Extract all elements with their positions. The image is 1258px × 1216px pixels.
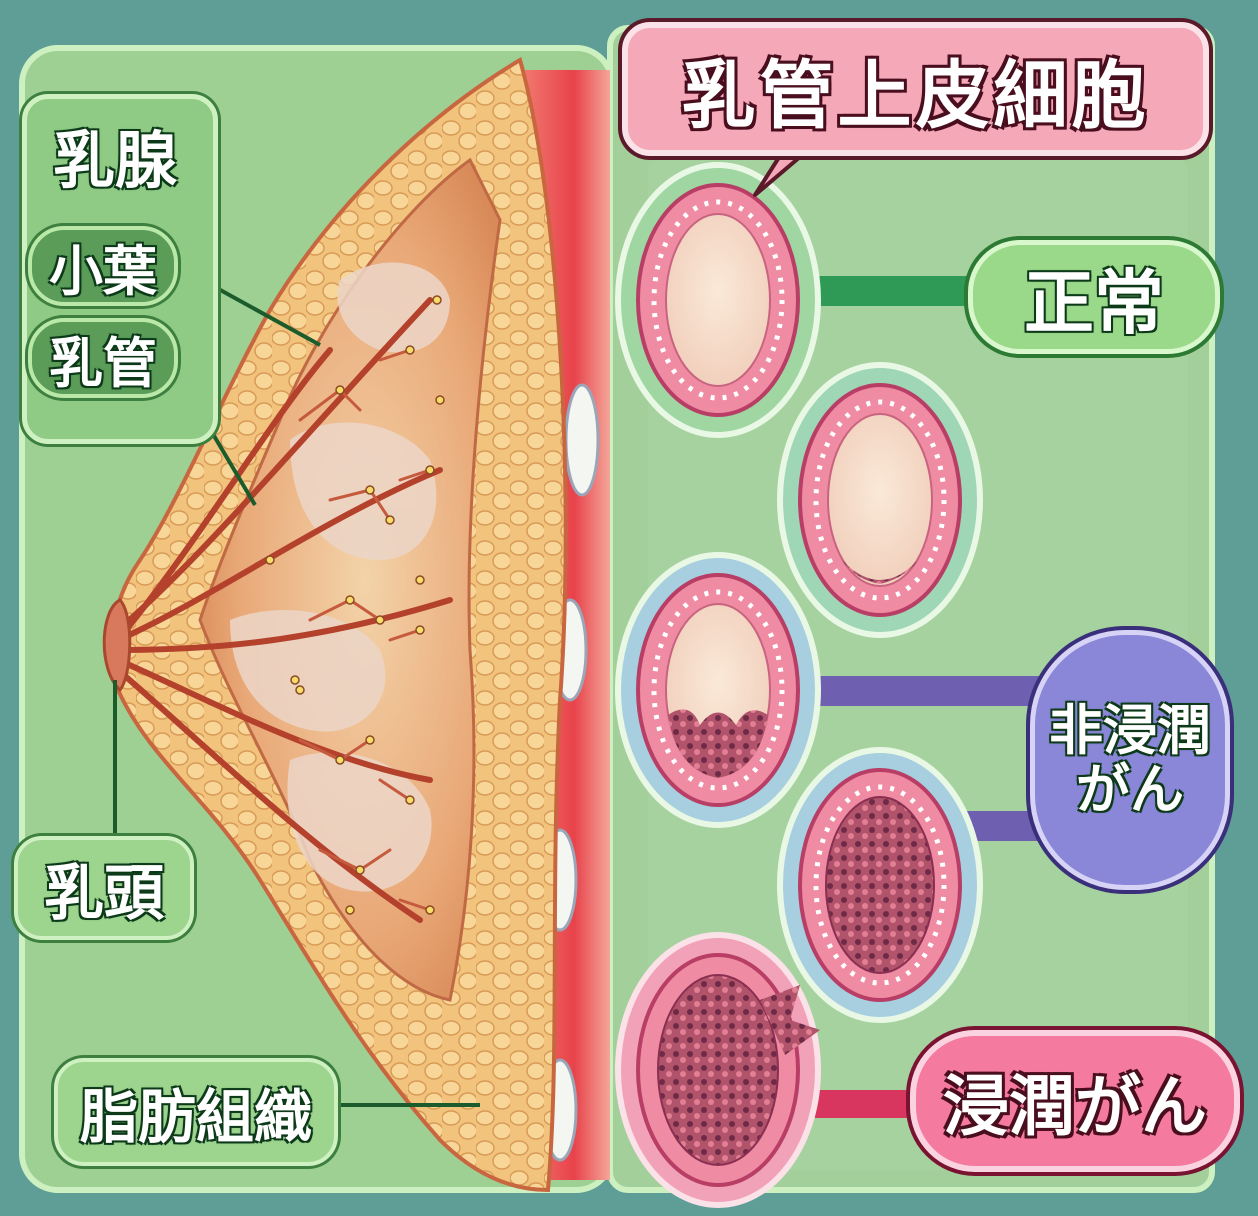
- duct-noninvasive-filled: [780, 750, 980, 1020]
- fat-tissue-label: 脂肪組織: [54, 1058, 338, 1166]
- duct-noninvasive-partial: [618, 555, 818, 825]
- duct-normal: [618, 165, 818, 435]
- noninvasive-label-line1: 非浸潤: [1049, 701, 1211, 760]
- duct-label: 乳管: [28, 318, 178, 398]
- nipple-label: 乳頭: [14, 836, 194, 940]
- title-label: 乳管上皮細胞: [622, 22, 1209, 156]
- normal-connector: [815, 276, 970, 306]
- gland-label: 乳腺: [40, 110, 190, 200]
- noninvasive-label-line2: がん: [1076, 760, 1184, 819]
- invasive-connector: [815, 1090, 915, 1118]
- normal-label: 正常: [968, 240, 1220, 354]
- duct-invasive: [618, 935, 820, 1205]
- noninvasive-label: 非浸潤 がん: [1030, 630, 1230, 890]
- lobule-label: 小葉: [28, 226, 178, 306]
- noninvasive-connector-1: [820, 676, 1045, 706]
- duct-early-change: [780, 365, 980, 635]
- invasive-label: 浸潤がん: [910, 1030, 1240, 1172]
